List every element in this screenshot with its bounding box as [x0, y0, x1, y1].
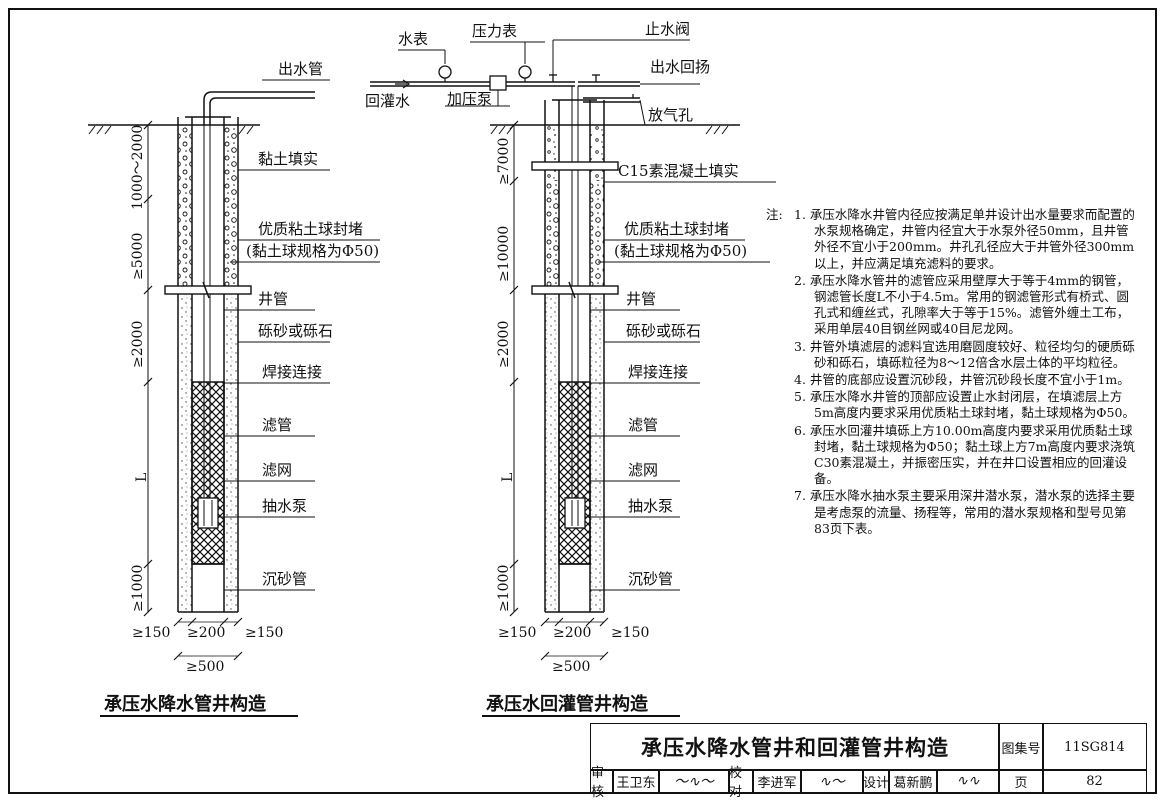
review-label: 审核 — [591, 766, 605, 800]
reviewer-cell: 王卫东 — [612, 769, 660, 793]
label-outlet-backflush: 出水回扬 — [650, 58, 711, 76]
atlas-label: 图集号 — [1001, 741, 1041, 757]
dim-left-5: ≥1000 — [130, 564, 146, 612]
label-r-clay-ball-seal: 优质粘土球封堵 — [624, 220, 730, 238]
label-filter-net: 滤网 — [262, 461, 293, 479]
dim-right-3: ≥2000 — [496, 320, 512, 368]
note-2: 2. 承压水降水管井的滤管应采用壁厚大于等于4mm的钢管，钢滤管长度L不小于4.… — [794, 272, 1130, 337]
label-r-clay-ball-spec: (黏土球规格为Φ50) — [614, 242, 748, 260]
label-weld: 焊接连接 — [262, 363, 323, 381]
note-4: 4. 井管的底部应设置沉砂段，井管沉砂段长度不宜小于1m。 — [794, 372, 1130, 388]
dim-right-1: ≥7000 — [496, 137, 512, 185]
label-recharge-water: 回灌水 — [365, 92, 411, 110]
dim-left-h3: ≥150 — [245, 625, 284, 641]
label-stop-valve: 止水阀 — [645, 20, 691, 38]
dim-right-h2: ≥200 — [553, 625, 592, 641]
checker-cell: 李进军 — [752, 769, 802, 793]
label-vent-hole: 放气孔 — [648, 106, 694, 124]
left-title-underline — [100, 715, 298, 717]
label-filter-pipe: 滤管 — [262, 416, 293, 434]
label-water-meter: 水表 — [398, 30, 429, 48]
label-concrete-fill: C15素混凝土填实 — [618, 162, 739, 180]
page-number: 82 — [1086, 773, 1103, 789]
label-r-filter-pipe: 滤管 — [628, 416, 659, 434]
dim-right-2: ≥10000 — [496, 225, 512, 282]
label-clay-ball-spec: (黏土球规格为Φ50) — [246, 242, 380, 260]
label-r-pump: 抽水泵 — [628, 497, 674, 515]
title-block-title-cell: 承压水降水管井和回灌管井构造 — [590, 723, 1000, 771]
checker-signature-cell: ∿〜 — [800, 769, 864, 793]
label-r-gravel: 砾砂或砾石 — [626, 322, 702, 340]
dim-left-2: ≥5000 — [130, 232, 146, 280]
atlas-no-cell: 11SG814 — [1042, 723, 1147, 771]
notes-head: 注: — [766, 207, 783, 222]
notes: 注: 1. 承压水降水井管内径应按满足单井设计出水量要求而配置的水泵规格确定，井… — [766, 207, 1141, 538]
check-label-cell: 校对 — [728, 766, 754, 800]
drawing-title: 承压水降水管井和回灌管井构造 — [641, 736, 949, 760]
drawing-frame — [8, 8, 1157, 794]
right-well — [370, 39, 776, 661]
dim-left-1: 1000～2000 — [130, 124, 146, 210]
dim-left-h1: ≥150 — [132, 625, 171, 641]
dim-right-h1: ≥150 — [498, 625, 537, 641]
page-label: 页 — [1014, 775, 1028, 791]
label-clay-fill: 黏土填实 — [258, 150, 319, 168]
label-clay-ball-seal: 优质粘土球封堵 — [258, 220, 364, 238]
label-booster-pump: 加压泵 — [447, 90, 493, 108]
label-sand-pipe: 沉砂管 — [262, 570, 308, 588]
dim-left-4: L — [134, 472, 150, 482]
design-label-cell: 设计 — [862, 769, 890, 793]
design-label: 设计 — [863, 775, 890, 791]
label-pump: 抽水泵 — [262, 497, 308, 515]
check-label: 校对 — [729, 766, 743, 800]
note-6: 6. 承压水回灌井填砾上方10.00m高度内要求采用优质黏土球封堵，黏土球规格为… — [794, 422, 1135, 487]
label-r-weld: 焊接连接 — [628, 363, 689, 381]
reviewer-name: 王卫东 — [616, 775, 656, 791]
right-title-underline — [482, 715, 680, 717]
note-7: 7. 承压水降水抽水泵主要采用深井潜水泵，潜水泵的选择主要是考虑泵的流量、扬程等… — [794, 488, 1135, 536]
reviewer-signature-cell: 〜∿〜 — [658, 769, 730, 793]
checker-signature: ∿〜 — [819, 774, 845, 790]
label-well-pipe: 井管 — [258, 290, 289, 308]
dim-right-5: ≥1000 — [496, 564, 512, 612]
dim-right-4: L — [500, 472, 516, 482]
label-outlet-pipe: 出水管 — [278, 60, 324, 78]
label-r-well-pipe: 井管 — [626, 290, 657, 308]
label-r-sand-pipe: 沉砂管 — [628, 570, 674, 588]
designer-name: 葛新鹏 — [893, 775, 933, 791]
page-no-cell: 82 — [1042, 769, 1147, 793]
page-label-cell: 页 — [998, 769, 1044, 793]
note-1: 1. 承压水降水井管内径应按满足单井设计出水量要求而配置的水泵规格确定，井管内径… — [794, 207, 1135, 271]
note-5: 5. 承压水降水井管的顶部应设置止水封闭层，在填滤层上方5m高度内要求采用优质粘… — [794, 389, 1135, 421]
title-block: 承压水降水管井和回灌管井构造 图集号 11SG814 审核 王卫东 〜∿〜 校对… — [590, 723, 1147, 800]
left-well — [88, 79, 380, 661]
dim-left-h4: ≥500 — [186, 659, 225, 675]
review-label-cell: 审核 — [590, 766, 614, 800]
label-r-filter-net: 滤网 — [628, 461, 659, 479]
note-3: 3. 井管外填滤层的滤料宜选用磨圆度较好、粒径均匀的硬质砾砂和砾石，填砾粒径为8… — [794, 338, 1135, 370]
dim-left-3: ≥2000 — [130, 320, 146, 368]
designer-signature-cell: ∿∿ — [936, 769, 1000, 793]
left-diagram-title: 承压水降水管井构造 — [104, 694, 266, 715]
reviewer-signature: 〜∿〜 — [674, 774, 714, 790]
right-diagram-title: 承压水回灌管井构造 — [486, 694, 648, 715]
checker-name: 李进军 — [757, 775, 797, 791]
designer-signature: ∿∿ — [956, 773, 980, 789]
dim-right-h4: ≥500 — [552, 659, 591, 675]
atlas-number: 11SG814 — [1064, 739, 1125, 755]
label-pressure-gauge: 压力表 — [472, 22, 518, 40]
label-gravel: 砾砂或砾石 — [258, 322, 334, 340]
designer-cell: 葛新鹏 — [888, 769, 938, 793]
dim-right-h3: ≥150 — [611, 625, 650, 641]
dim-left-h2: ≥200 — [187, 625, 226, 641]
atlas-label-cell: 图集号 — [998, 723, 1044, 771]
